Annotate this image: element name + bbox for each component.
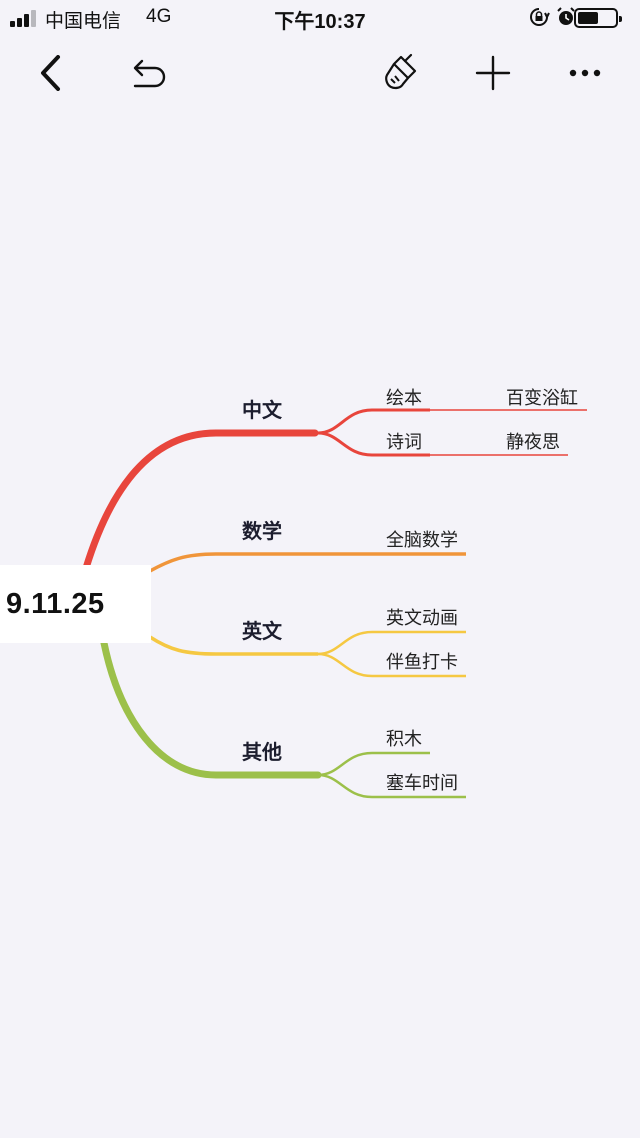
connector-huiben bbox=[317, 408, 430, 435]
leaf-node-jimu[interactable]: 积木 bbox=[386, 729, 422, 749]
leaf-node-saicheshijian[interactable]: 塞车时间 bbox=[386, 773, 458, 793]
back-icon bbox=[41, 55, 60, 91]
branch-node-qita[interactable]: 其他 bbox=[242, 742, 282, 764]
root-node[interactable]: 9.11.25 bbox=[0, 565, 151, 643]
status-bar: 中国电信 4G 下午10:37 bbox=[0, 0, 640, 36]
undo-button[interactable] bbox=[124, 50, 170, 96]
connector-shuxue bbox=[149, 552, 466, 573]
connector-banyu bbox=[317, 652, 466, 678]
undo-icon bbox=[133, 59, 166, 88]
leaf-node-baibianyugang[interactable]: 百变浴缸 bbox=[506, 388, 578, 408]
status-time: 下午10:37 bbox=[274, 11, 366, 33]
connector-yingwen-donghua bbox=[317, 630, 466, 656]
branch-node-shuxue[interactable]: 数学 bbox=[242, 521, 282, 543]
carrier-name: 中国电信 bbox=[45, 11, 122, 32]
back-button[interactable] bbox=[28, 50, 74, 96]
leaf-node-banyudaka[interactable]: 伴鱼打卡 bbox=[386, 652, 458, 672]
leaf-node-huiben[interactable]: 绘本 bbox=[386, 388, 422, 408]
style-button[interactable] bbox=[378, 50, 424, 96]
alarm-icon bbox=[557, 7, 575, 25]
paint-brush-icon bbox=[385, 53, 417, 90]
connector-shici bbox=[317, 431, 430, 457]
branch-node-yingwen[interactable]: 英文 bbox=[242, 621, 282, 643]
leaf-node-jingyesi[interactable]: 静夜思 bbox=[506, 432, 560, 452]
connector-qita bbox=[100, 639, 322, 779]
root-node-label: 9.11.25 bbox=[6, 587, 105, 620]
leaf-node-shici[interactable]: 诗词 bbox=[386, 432, 422, 452]
signal-strength-icon bbox=[10, 9, 40, 27]
branch-node-zhongwen[interactable]: 中文 bbox=[242, 400, 282, 422]
leaf-node-yingwendonghua[interactable]: 英文动画 bbox=[386, 608, 458, 628]
add-icon bbox=[475, 55, 511, 91]
more-icon bbox=[569, 69, 601, 77]
rotation-lock-icon bbox=[530, 8, 550, 26]
battery-icon bbox=[574, 8, 622, 28]
network-type: 4G bbox=[146, 6, 172, 27]
more-button[interactable] bbox=[562, 50, 608, 96]
add-button[interactable] bbox=[470, 50, 516, 96]
toolbar bbox=[0, 40, 640, 106]
connector-zhongwen bbox=[82, 429, 319, 572]
connector-saiche bbox=[317, 773, 466, 799]
connector-jimu bbox=[317, 751, 430, 777]
connector-yingwen bbox=[149, 635, 318, 656]
leaf-node-quannaoshuxue[interactable]: 全脑数学 bbox=[386, 530, 458, 550]
